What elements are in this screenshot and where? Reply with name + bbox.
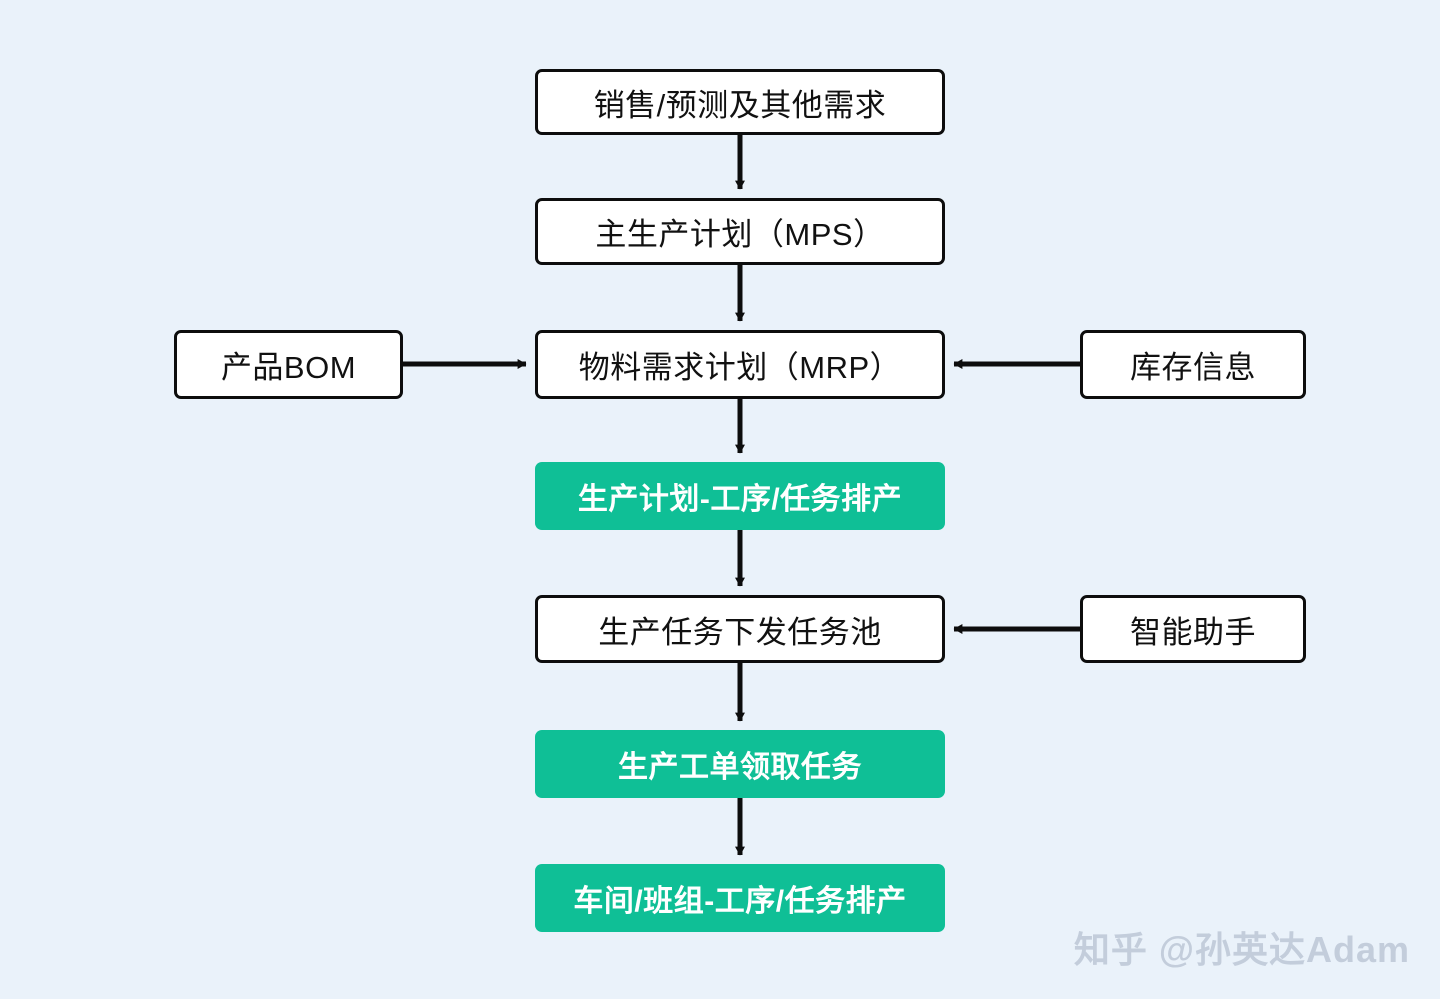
node-production-task-dispatch-pool[interactable]: 生产任务下发任务池 [535, 595, 945, 663]
watermark: 知乎 @孙英达Adam [1073, 929, 1410, 970]
node-label: 生产任务下发任务池 [598, 614, 882, 650]
node-master-production-schedule[interactable]: 主生产计划（MPS） [535, 198, 945, 265]
node-intelligent-assistant[interactable]: 智能助手 [1080, 595, 1306, 663]
node-work-order-claim-task[interactable]: 生产工单领取任务 [535, 730, 945, 798]
node-label: 生产计划-工序/任务排产 [577, 483, 903, 516]
node-sales-forecast-demand[interactable]: 销售/预测及其他需求 [535, 69, 945, 135]
node-workshop-team-process-task-scheduling[interactable]: 车间/班组-工序/任务排产 [535, 864, 945, 932]
node-inventory-information[interactable]: 库存信息 [1080, 330, 1306, 399]
node-label: 物料需求计划（MRP） [578, 350, 902, 385]
node-label: 产品BOM [220, 350, 357, 385]
node-label: 生产工单领取任务 [618, 751, 862, 784]
node-label: 主生产计划（MPS） [595, 217, 885, 252]
node-label: 车间/班组-工序/任务排产 [573, 885, 907, 918]
node-production-plan-process-task-scheduling[interactable]: 生产计划-工序/任务排产 [535, 462, 945, 530]
node-material-requirements-planning[interactable]: 物料需求计划（MRP） [535, 330, 945, 399]
node-label: 智能助手 [1130, 614, 1256, 650]
node-label: 销售/预测及其他需求 [593, 87, 887, 123]
node-label: 库存信息 [1130, 350, 1256, 385]
node-product-bom[interactable]: 产品BOM [174, 330, 403, 399]
